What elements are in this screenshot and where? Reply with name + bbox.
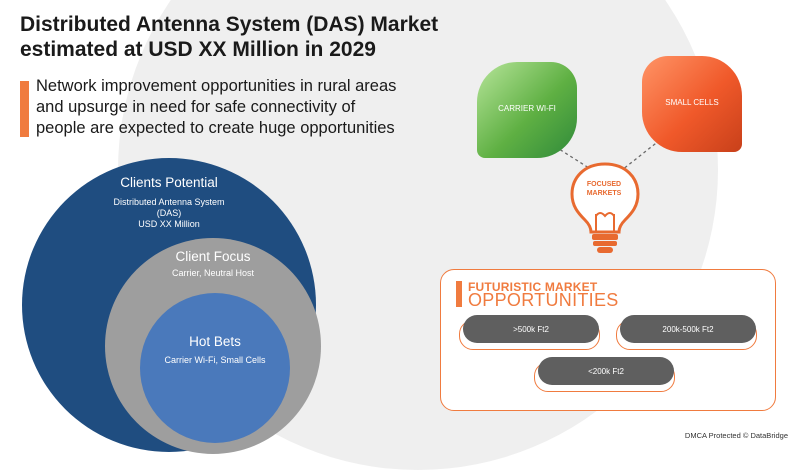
title-line-1: Distributed Antenna System (DAS) Market xyxy=(20,13,439,36)
connector-lines xyxy=(544,139,661,171)
middle-circle-title: Client Focus xyxy=(175,249,251,264)
bulb-line-1: FOCUSED xyxy=(586,181,622,188)
bulb-line-2: MARKETS xyxy=(586,190,622,197)
futuristic-title-line-1: FUTURISTIC MARKET xyxy=(468,280,598,294)
middle-circle-sub-1: Carrier, Neutral Host xyxy=(171,268,255,278)
small-cells-leaf: SMALL CELLS xyxy=(642,56,742,152)
subtitle-line-2: and upsurge in need for safe connectivit… xyxy=(36,98,356,116)
bulb-text: FOCUSED MARKETS xyxy=(576,180,632,198)
outer-circle-sub-1: Distributed Antenna System (DAS) xyxy=(113,197,225,218)
inner-circle-text: Hot Bets Carrier Wi-Fi, Small Cells xyxy=(140,334,290,366)
outer-circle-sub-2: USD XX Million xyxy=(138,219,200,229)
pill-200k-500k: 200k-500k Ft2 xyxy=(620,315,756,343)
carrier-wifi-label: CARRIER WI-FI xyxy=(498,104,556,113)
accent-bar xyxy=(20,81,29,137)
small-cells-label: SMALL CELLS xyxy=(665,98,719,107)
middle-circle-text: Client Focus Carrier, Neutral Host xyxy=(133,249,293,279)
lightbulb-icon xyxy=(570,162,640,253)
connector-right xyxy=(621,139,661,171)
pill-over-500k: >500k Ft2 xyxy=(463,315,599,343)
futuristic-accent-bar xyxy=(456,281,462,307)
inner-circle-sub-1: Carrier Wi-Fi, Small Cells xyxy=(164,355,266,365)
subtitle-block: Network improvement opportunities in rur… xyxy=(20,76,460,139)
pill-under-200k: <200k Ft2 xyxy=(538,357,674,385)
carrier-wifi-leaf: CARRIER WI-FI xyxy=(477,62,577,158)
inner-circle-title: Hot Bets xyxy=(189,334,241,349)
title-line-2: estimated at USD XX Million in 2029 xyxy=(20,38,376,61)
outer-circle-text: Clients Potential Distributed Antenna Sy… xyxy=(100,175,238,230)
outer-circle-title: Clients Potential xyxy=(120,175,218,190)
subtitle-line-1: Network improvement opportunities in rur… xyxy=(36,77,397,95)
futuristic-title-line-2: OPPORTUNITIES xyxy=(468,290,619,310)
inner-circle xyxy=(140,293,290,443)
subtitle: Network improvement opportunities in rur… xyxy=(36,76,460,139)
subtitle-line-3: people are expected to create huge oppor… xyxy=(36,119,395,137)
footer-copyright: DMCA Protected © DataBridge xyxy=(684,431,788,440)
page-title: Distributed Antenna System (DAS) Market … xyxy=(20,12,490,62)
